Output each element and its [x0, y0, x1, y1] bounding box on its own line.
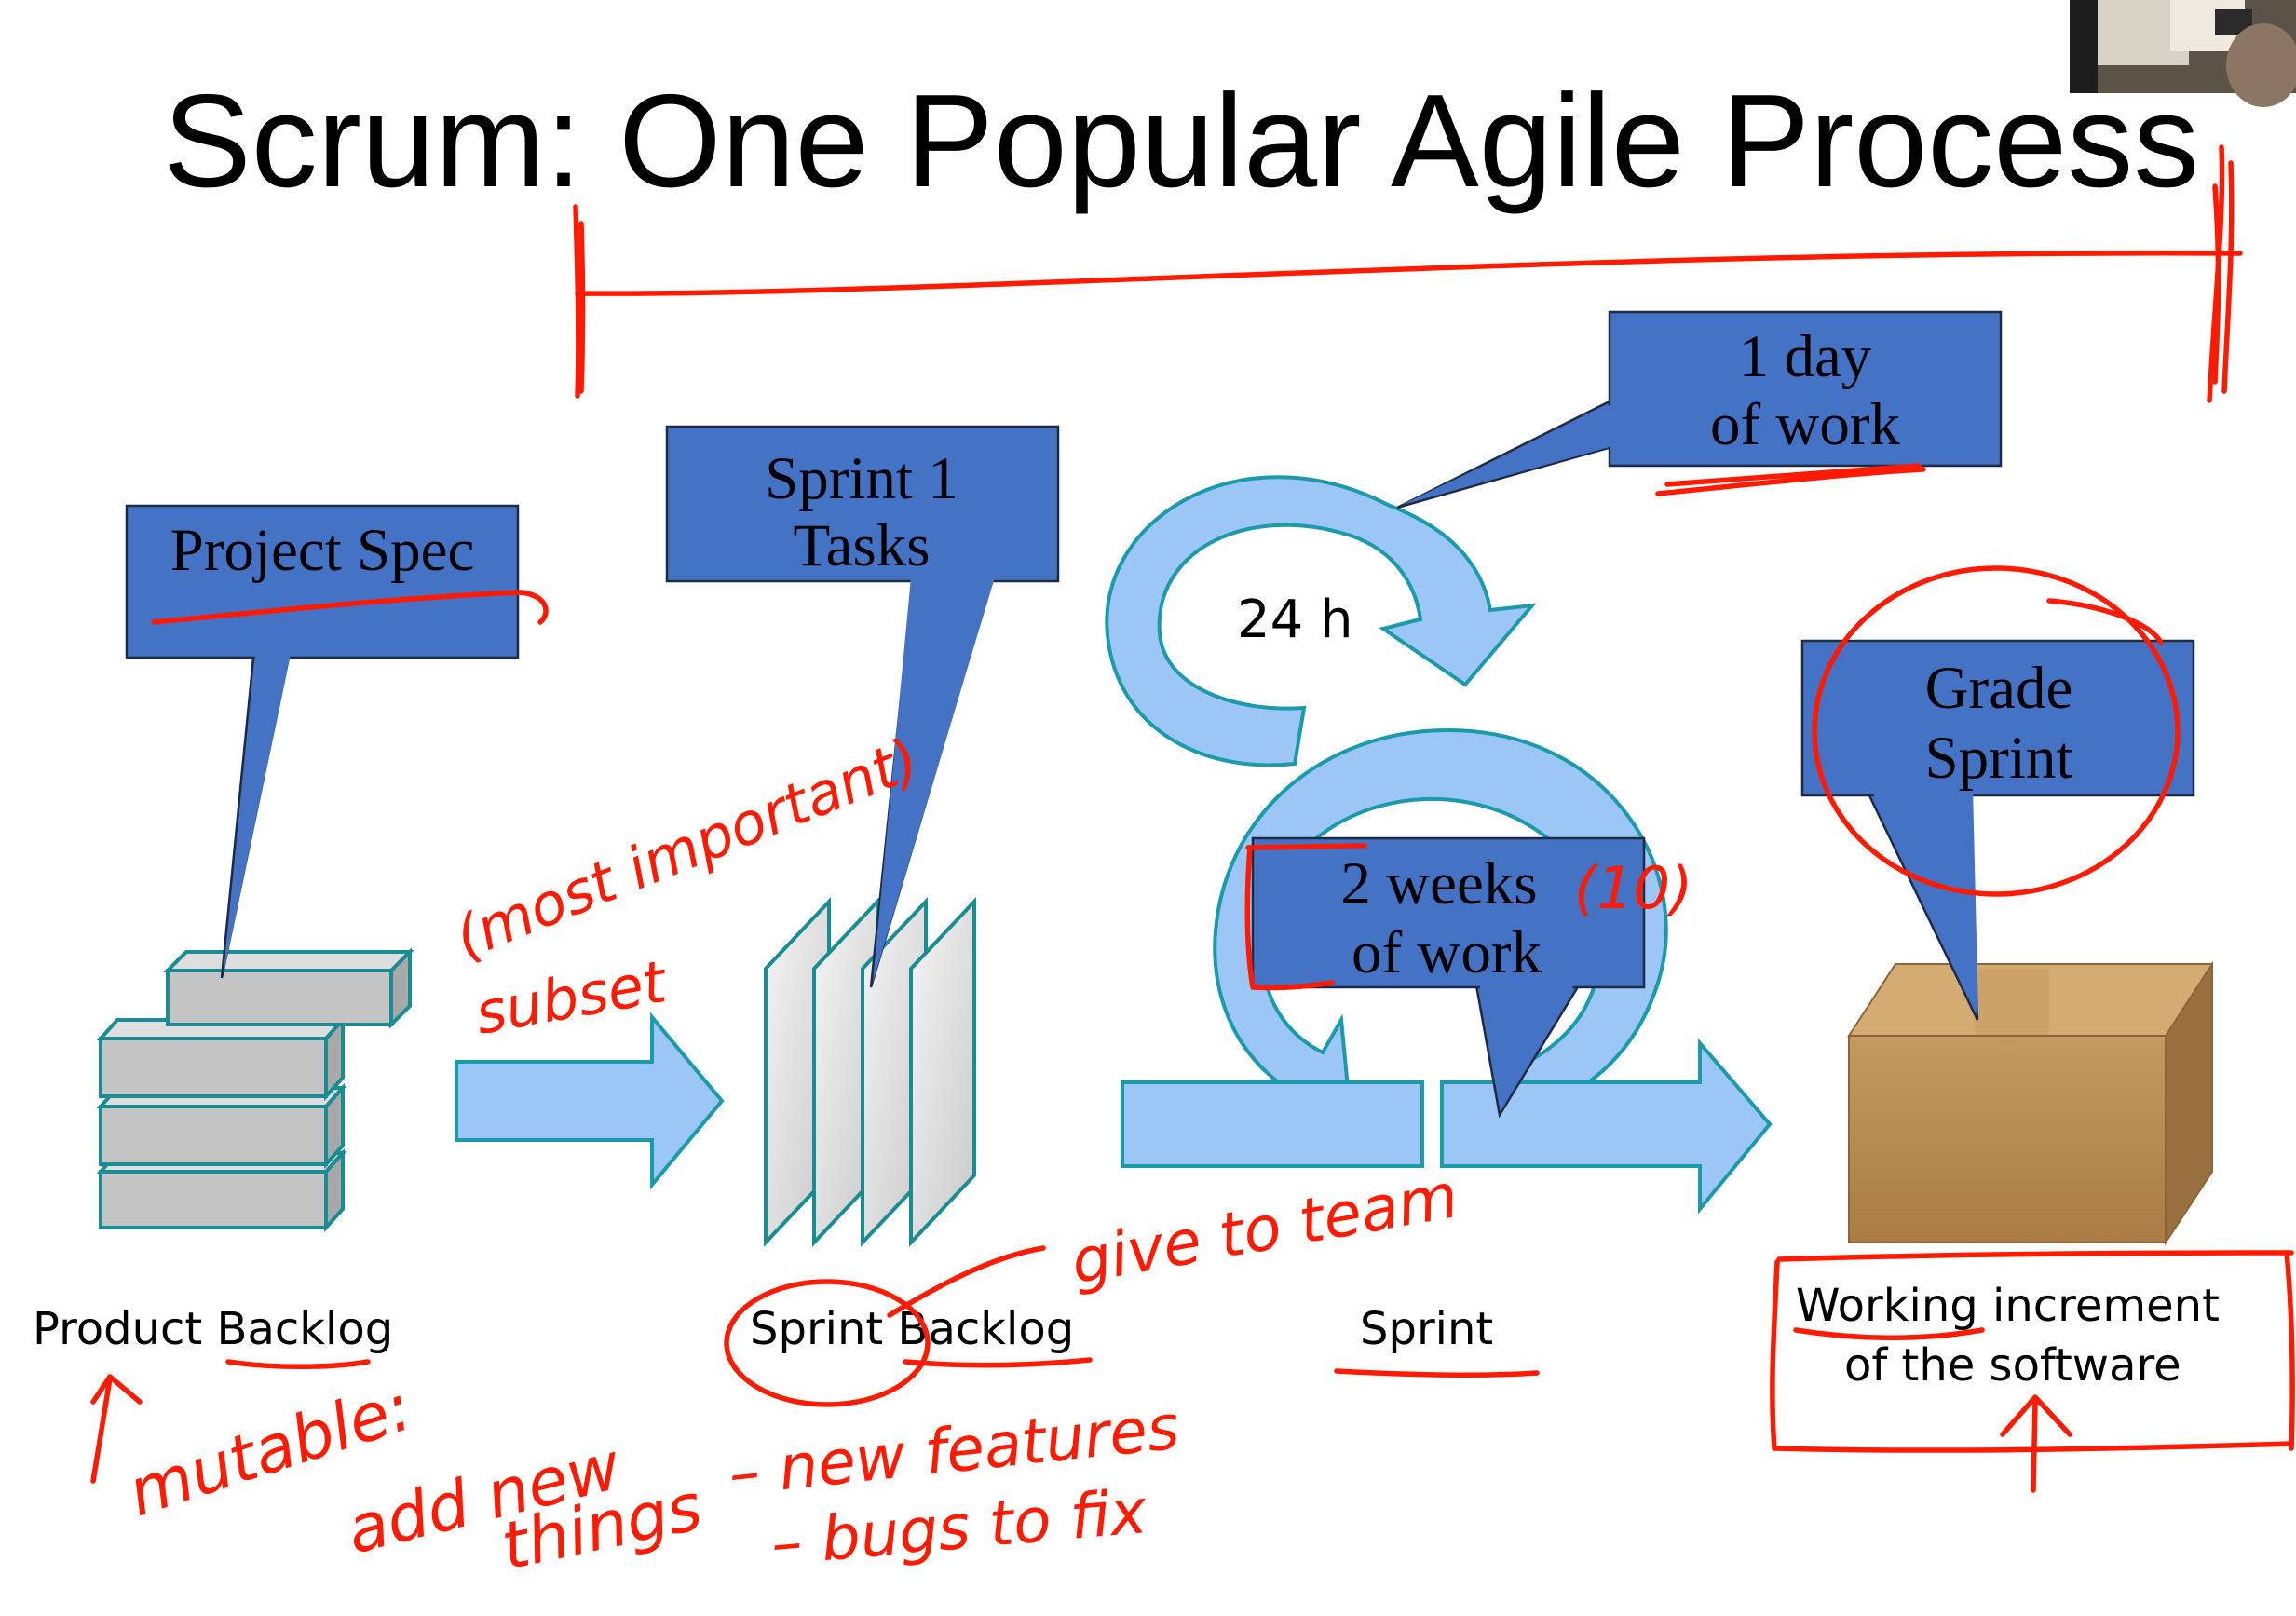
label-working-line1: Working increment: [1796, 1280, 2220, 1332]
increment-box-graphic: [1847, 960, 2213, 1246]
callout-project-spec-label: Project Spec: [170, 517, 475, 584]
label-working-line2: of the software: [1844, 1339, 2181, 1392]
sprint-cycle-graphic: [1105, 475, 1773, 1215]
callout-sprint-tasks-line1: Sprint 1: [765, 445, 958, 512]
callout-sprint-tasks: Sprint 1 Tasks: [665, 425, 1060, 988]
annotation-ten: (10): [1574, 854, 1692, 922]
callout-one-day-line1: 1 day: [1739, 323, 1872, 390]
callout-two-weeks: 2 weeks of work: [1251, 836, 1646, 1119]
sprint-backlog-graphic: [764, 896, 976, 1248]
annotation-give-to-team: give to team: [1066, 1160, 1462, 1298]
label-sprint: Sprint: [1360, 1303, 1493, 1355]
callout-grade-sprint-line2: Sprint: [1925, 725, 2073, 792]
callout-two-weeks-line1: 2 weeks: [1340, 850, 1537, 917]
label-product-backlog: Product Backlog: [33, 1303, 393, 1355]
callout-grade-sprint: Grade Sprint: [1800, 639, 2195, 1021]
flow-arrow-1: [455, 1012, 725, 1190]
callout-one-day: 1 day of work: [1396, 310, 2003, 509]
callout-grade-sprint-line1: Grade: [1925, 655, 2073, 722]
callout-project-spec: Project Spec: [125, 504, 520, 979]
time-span-bracket: [573, 144, 2243, 403]
product-backlog-graphic: [96, 947, 414, 1233]
callout-sprint-tasks-line2: Tasks: [793, 512, 930, 579]
cycle-label: 24 h: [1237, 590, 1353, 650]
callout-one-day-line2: of work: [1710, 391, 1900, 458]
webcam-thumbnail: [2070, 0, 2296, 107]
annotation-subset: subset: [470, 947, 673, 1048]
callout-two-weeks-line2: of work: [1352, 919, 1542, 986]
slide-title: Scrum: One Popular Agile Process: [163, 67, 2199, 215]
